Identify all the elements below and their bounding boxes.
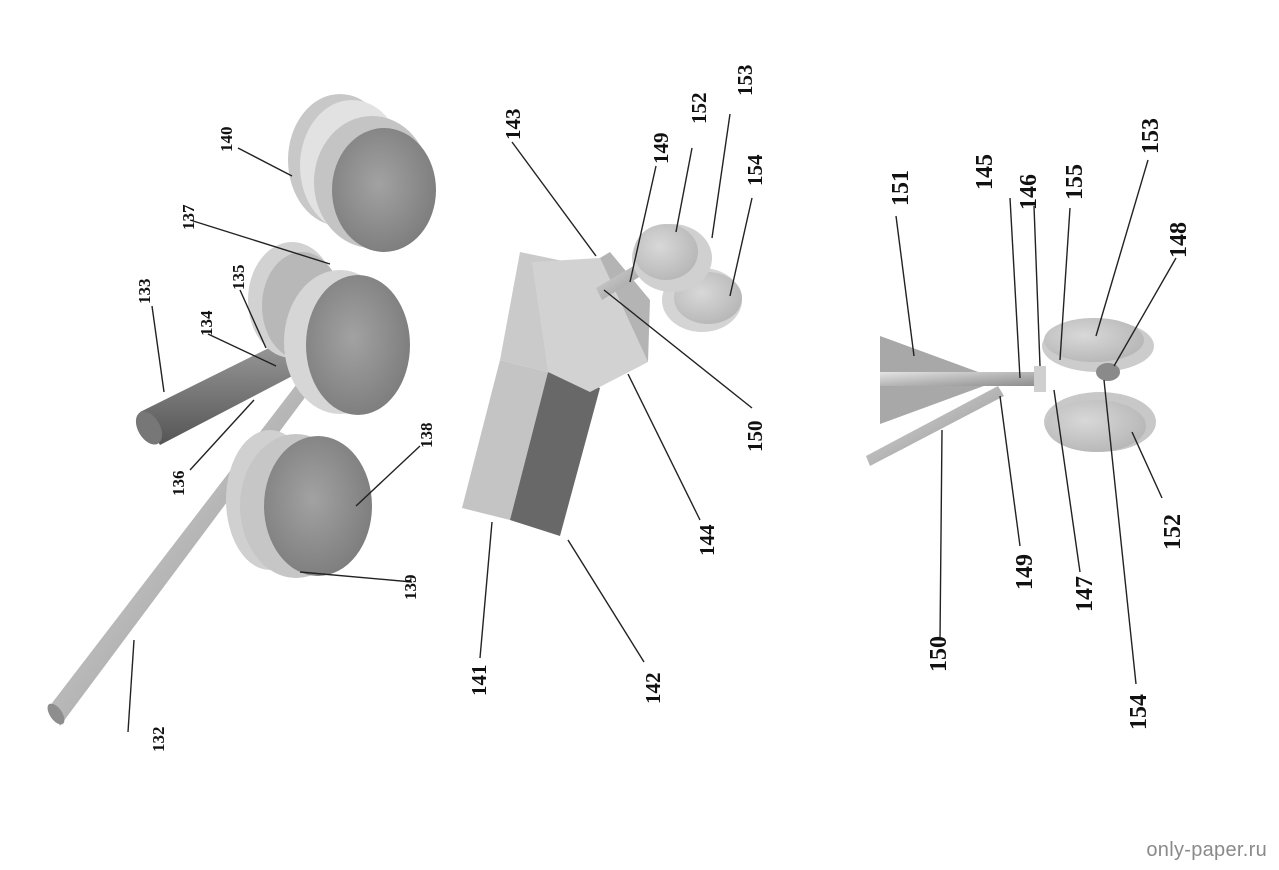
label-136: 136 (169, 471, 188, 497)
label-153: 153 (733, 65, 757, 97)
label-144: 144 (695, 524, 719, 556)
label-150-right: 150 (926, 636, 952, 672)
dark-rod (135, 340, 300, 445)
labels: 132 133 134 135 136 137 138 139 140 141 … (135, 65, 1192, 753)
label-155: 155 (1062, 164, 1088, 200)
wheel-middle (284, 270, 410, 415)
leader-lines (127, 113, 1177, 733)
hub-148 (1096, 363, 1120, 381)
wheel-152-153 (632, 224, 742, 332)
label-143: 143 (501, 109, 525, 141)
label-150: 150 (743, 421, 767, 453)
label-141: 141 (467, 665, 491, 697)
label-147: 147 (1072, 576, 1098, 612)
wheel-153 (1042, 318, 1154, 372)
watermark-text: only-paper.ru (1146, 839, 1267, 861)
wheel-140 (288, 94, 436, 252)
label-142: 142 (641, 673, 665, 705)
shaft-145 (880, 366, 1046, 392)
label-139: 139 (401, 575, 420, 601)
label-137: 137 (179, 204, 198, 230)
rod-150 (866, 386, 1004, 466)
label-149: 149 (649, 133, 673, 165)
label-135: 135 (229, 265, 248, 291)
label-132: 132 (149, 727, 168, 753)
label-152: 152 (687, 93, 711, 125)
wheel-152 (1044, 392, 1156, 452)
label-138: 138 (417, 423, 436, 449)
label-152-right: 152 (1160, 514, 1186, 550)
label-148: 148 (1166, 222, 1192, 258)
label-154: 154 (743, 154, 767, 186)
wheel-138 (226, 430, 372, 578)
label-145: 145 (972, 154, 998, 190)
right-assembly (866, 318, 1156, 466)
label-146: 146 (1016, 174, 1042, 210)
label-134: 134 (197, 310, 216, 336)
label-140: 140 (217, 127, 236, 153)
label-151: 151 (888, 170, 914, 206)
label-154-right: 154 (1126, 694, 1152, 730)
label-133: 133 (135, 279, 154, 305)
label-149-right: 149 (1012, 554, 1038, 590)
label-153-right: 153 (1138, 118, 1164, 154)
middle-assembly (462, 224, 742, 536)
left-assembly (47, 94, 436, 726)
